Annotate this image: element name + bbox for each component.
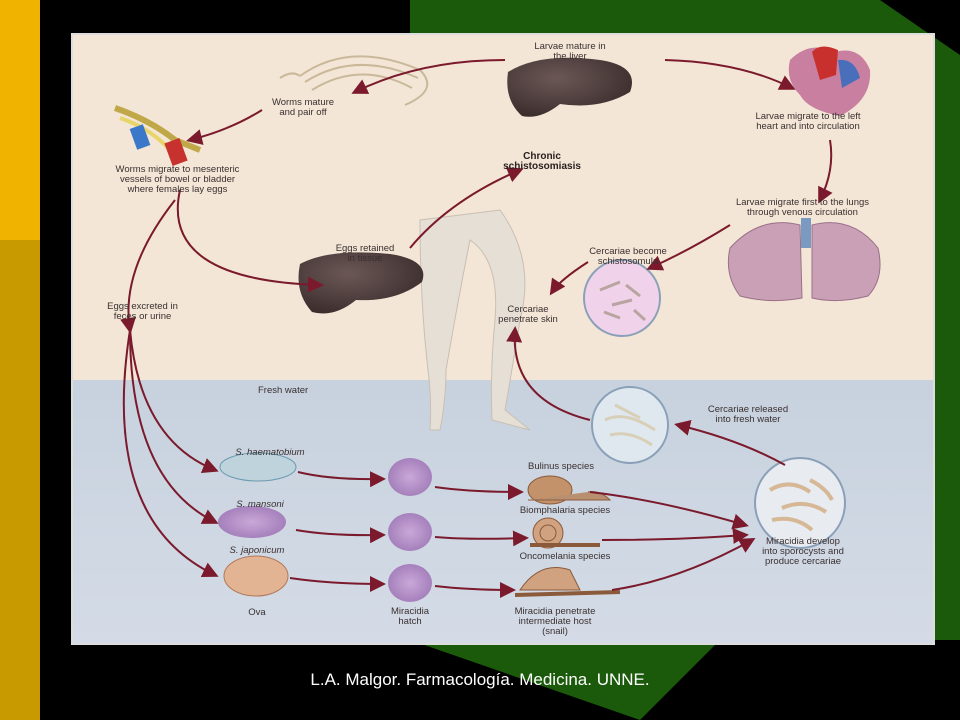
label-s-haematobium: S. haematobium [235,447,305,458]
left-bar-top [0,0,40,240]
miracidium-2 [388,513,432,551]
label-cercariae-released: Cercariae released into fresh water [707,404,789,425]
lungs-illustration [727,218,881,302]
label-oncomelania: Oncomelania species [519,551,611,562]
liver-top [507,57,632,117]
egg-mansoni [218,506,286,538]
label-miracidia-penetrate: Miracidia penetrate intermediate host (s… [514,606,596,637]
label-s-mansoni: S. mansoni [236,499,284,510]
label-worms-migrate: Worms migrate to mesenteric vessels of b… [115,164,240,195]
schistosomula-circle [583,259,661,337]
label-worms-mature: Worms mature and pair off [271,97,335,118]
schistosomiasis-figure [71,33,935,645]
heart-illustration [788,46,871,116]
label-eggs-retained: Eggs retained in tissue [335,243,395,264]
cercariae-circle [591,386,669,464]
slide-caption: L.A. Malgor. Farmacología. Medicina. UNN… [310,670,650,689]
label-miracidia-develop: Miracidia develop into sporocysts and pr… [762,536,844,567]
label-fresh-water: Fresh water [258,385,309,396]
label-chronic: Chronic schistosomiasis [503,151,581,172]
label-cercariae-penetrate: Cercariae penetrate skin [498,304,558,325]
label-miracidia-hatch: Miracidia hatch [390,606,429,627]
label-ova: Ova [248,607,266,618]
liver-middle [298,252,424,314]
egg-japonicum [223,555,289,597]
label-larvae-liver: Larvae mature in the liver [534,41,606,62]
label-cercariae-become: Cercariae become schistosomula [589,246,667,267]
label-eggs-excreted: Eggs excreted in feces or urine [107,301,178,322]
label-s-japonicum: S. japonicum [229,545,285,556]
egg-haematobium [219,452,297,482]
label-biomphalaria: Biomphalaria species [519,505,611,516]
label-bulinus: Bulinus species [527,461,594,472]
vessels-illustration [114,105,202,167]
label-larvae-heart: Larvae migrate to the left heart and int… [755,111,861,132]
miracidium-3 [388,564,432,602]
label-larvae-lungs: Larvae migrate first to the lungs throug… [735,197,870,218]
snail-bulinus [527,475,612,505]
cycle-arrows [120,59,833,598]
miracidium-1 [388,458,432,496]
snail-oncomelania [514,567,621,597]
left-bar-bottom [0,240,40,720]
snail-biomphalaria [530,517,600,549]
